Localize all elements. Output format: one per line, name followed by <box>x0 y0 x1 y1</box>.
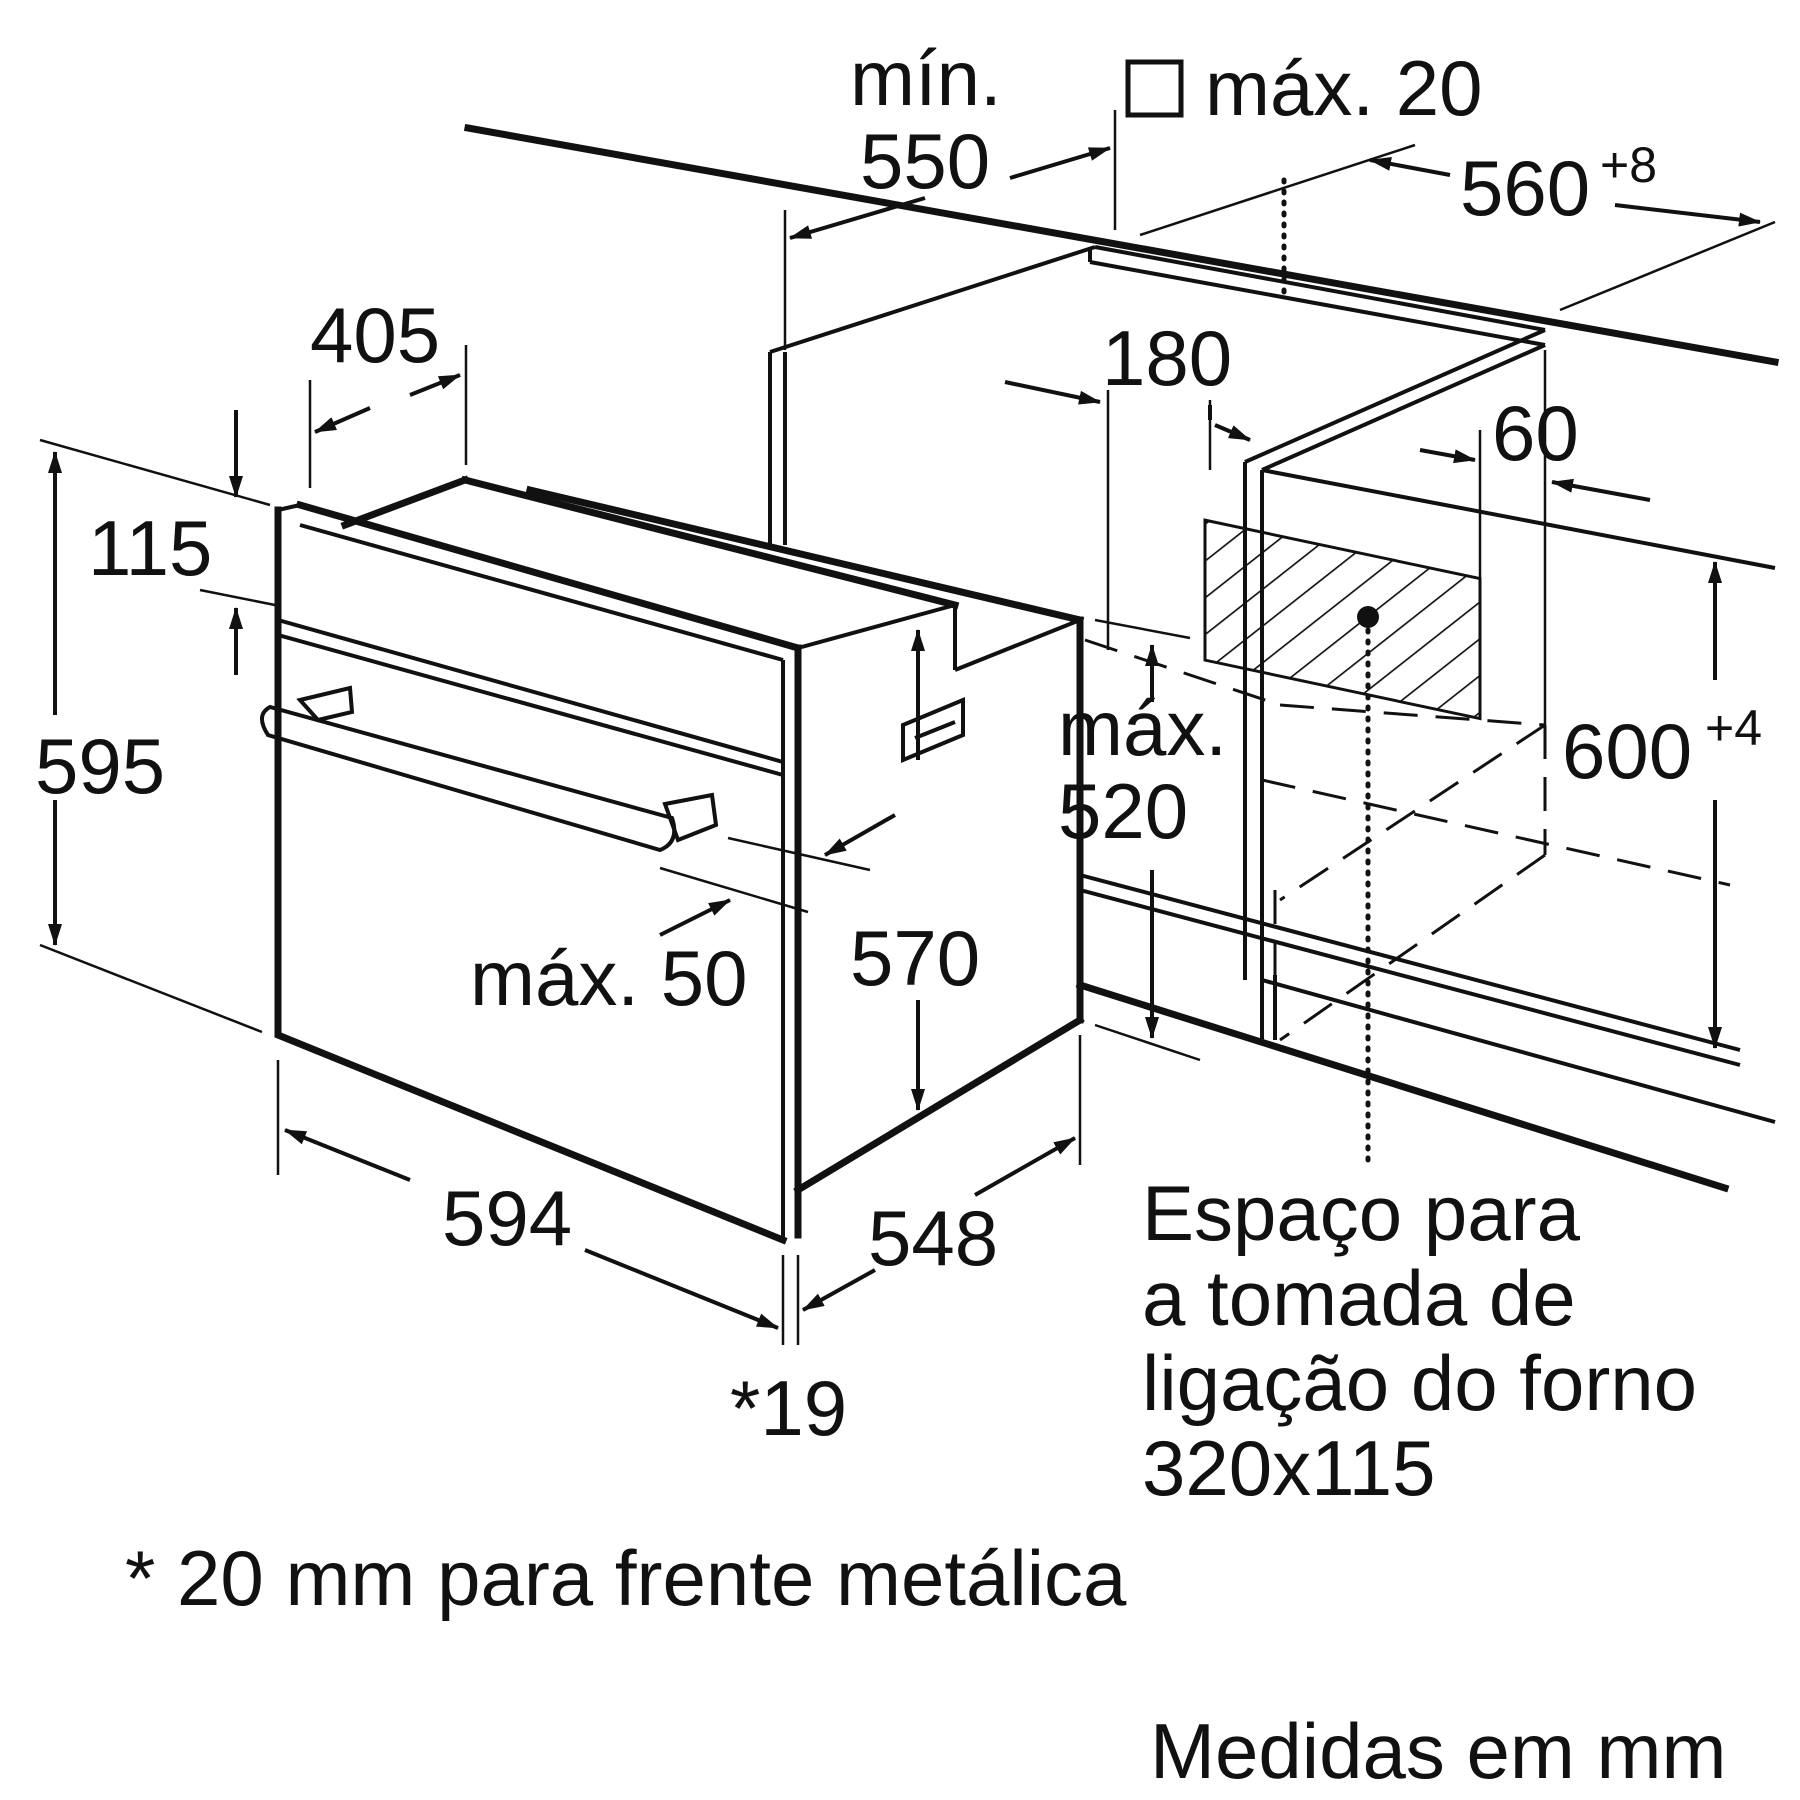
socket-note-line1: Espaço para <box>1142 1169 1581 1257</box>
oven-handle <box>260 685 719 853</box>
socket-note-line4: 320x115 <box>1142 1424 1436 1512</box>
socket-note-line3: ligação do forno <box>1142 1339 1697 1427</box>
label-600: 600 <box>1562 707 1692 795</box>
socket-area <box>1203 518 1482 721</box>
label-570: 570 <box>850 914 980 1002</box>
square-icon <box>1125 59 1184 118</box>
oven-body <box>274 475 1085 1245</box>
label-115: 115 <box>88 504 212 592</box>
labels: mín. 550 máx. 20 560 +8 405 180 60 115 5… <box>35 34 1762 1795</box>
label-560: 560 <box>1460 144 1590 232</box>
label-560-tolerance: +8 <box>1600 137 1657 193</box>
footnote: * 20 mm para frente metálica <box>125 1534 1127 1622</box>
cabinet-niche <box>463 123 1780 1193</box>
label-max50: máx. 50 <box>470 934 747 1022</box>
label-600-tolerance: +4 <box>1705 700 1762 756</box>
label-180: 180 <box>1102 314 1232 402</box>
units-note: Medidas em mm <box>1150 1707 1726 1795</box>
label-max20: máx. 20 <box>1205 44 1482 132</box>
label-19: *19 <box>730 1364 847 1452</box>
label-min: mín. <box>850 34 1002 122</box>
socket-note-line2: a tomada de <box>1142 1254 1576 1342</box>
label-520: 520 <box>1058 767 1188 855</box>
label-max: máx. <box>1058 684 1227 772</box>
label-550: 550 <box>860 117 990 205</box>
label-595: 595 <box>35 722 165 810</box>
socket-point <box>1357 606 1379 628</box>
label-594: 594 <box>442 1174 572 1262</box>
dimension-lines <box>39 110 1776 1345</box>
label-548: 548 <box>868 1194 998 1282</box>
label-405: 405 <box>310 291 440 379</box>
label-60: 60 <box>1492 389 1579 477</box>
